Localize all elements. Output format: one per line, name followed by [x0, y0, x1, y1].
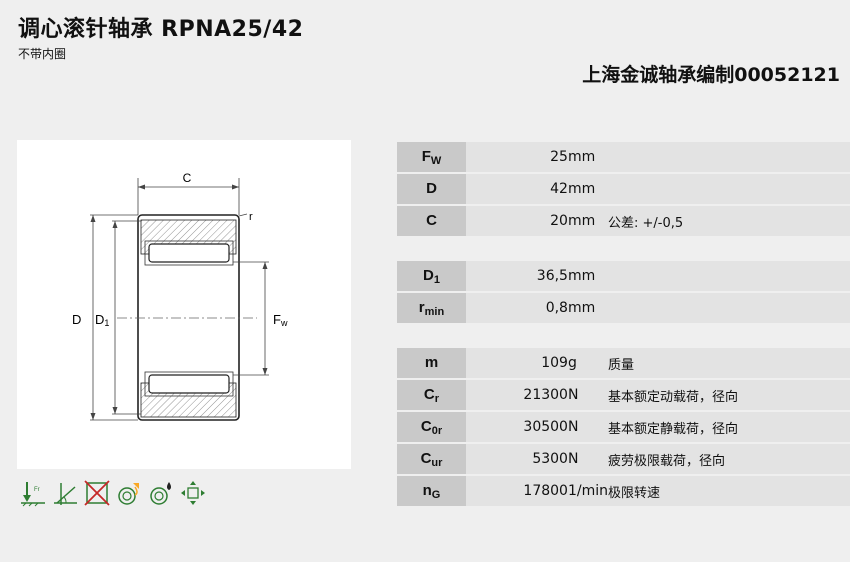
spec-description: 基本额定静载荷，径向 [608, 412, 850, 442]
spec-row-c0r: C0r 30500 N 基本额定静载荷，径向 [397, 412, 850, 442]
dim-d1-label: D [95, 312, 104, 327]
dim-d-label: D [72, 312, 81, 327]
dim-d1-subscript: 1 [104, 318, 109, 328]
spec-value: 5300 [465, 444, 568, 474]
spec-unit: mm [567, 293, 608, 323]
no-axial-load-icon [84, 480, 110, 506]
spec-symbol: Cur [397, 444, 466, 474]
spec-symbol: D [397, 174, 466, 204]
spec-description [608, 174, 850, 204]
spec-row-cr: Cr 21300 N 基本额定动载荷，径向 [397, 380, 850, 410]
svg-text:Fr: Fr [34, 487, 40, 493]
spec-spacer [397, 325, 850, 346]
spec-value: 0,8 [465, 293, 568, 323]
spec-symbol: FW [397, 142, 466, 172]
svg-text:D1: D1 [95, 312, 109, 328]
spec-description: 基本额定动载荷，径向 [608, 380, 850, 410]
spec-unit: mm [567, 261, 608, 291]
page-subtitle: 不带内圈 [18, 47, 67, 61]
spec-symbol: nG [397, 476, 466, 506]
spec-unit: N [567, 444, 608, 474]
spec-row-d: D 42 mm [397, 174, 850, 204]
spec-row-mass: m 109 g 质量 [397, 348, 850, 378]
spec-value: 20 [465, 206, 568, 236]
spec-unit: g [567, 348, 608, 378]
spec-description [608, 261, 850, 291]
bearing-drawing-panel: C r D D1 Fw [17, 140, 351, 469]
spec-value: 21300 [465, 380, 568, 410]
spec-description: 质量 [608, 348, 850, 378]
dim-fw-subscript: w [280, 318, 288, 328]
angular-adjustment-icon [54, 483, 77, 505]
spec-description: 公差: +/-0,5 [608, 206, 850, 236]
oil-lubrication-icon [150, 482, 171, 505]
spec-row-ng: nG 17800 1/min 极限转速 [397, 476, 850, 506]
spec-symbol: m [397, 348, 466, 378]
spec-unit: mm [567, 142, 608, 172]
spec-description: 疲劳极限载荷，径向 [608, 444, 850, 474]
spec-symbol: Cr [397, 380, 466, 410]
self-aligning-icon [181, 481, 205, 505]
spec-symbol: D1 [397, 261, 466, 291]
spec-unit: N [567, 412, 608, 442]
spec-value: 25 [465, 142, 568, 172]
grease-lubrication-icon [118, 483, 139, 505]
spec-description [608, 293, 850, 323]
spec-unit: mm [567, 174, 608, 204]
spec-description [608, 142, 850, 172]
spec-symbol: rmin [397, 293, 466, 323]
maker-label: 上海金诚轴承编制00052121 [582, 64, 840, 86]
spec-value: 109 [465, 348, 568, 378]
dim-fw-label: F [273, 312, 281, 327]
dim-r-label: r [249, 211, 253, 223]
spec-value: 42 [465, 174, 568, 204]
svg-text:Fw: Fw [273, 312, 288, 328]
spec-row-fw: FW 25 mm [397, 142, 850, 172]
spec-row-rmin: rmin 0,8 mm [397, 293, 850, 323]
spec-row-cur: Cur 5300 N 疲劳极限载荷，径向 [397, 444, 850, 474]
spec-spacer [397, 238, 850, 259]
page-title: 调心滚针轴承 RPNA25/42 [18, 17, 304, 42]
spec-unit: 1/min [567, 476, 608, 506]
loose-bearing-icon: Fr [21, 482, 45, 507]
spec-symbol: C [397, 206, 466, 236]
spec-value: 30500 [465, 412, 568, 442]
spec-value: 36,5 [465, 261, 568, 291]
specifications-table: FW 25 mm D 42 mm C 20 mm 公差: +/-0,5 D1 3… [397, 140, 850, 508]
spec-row-c: C 20 mm 公差: +/-0,5 [397, 206, 850, 236]
spec-symbol: C0r [397, 412, 466, 442]
dim-c-label: C [183, 171, 192, 185]
spec-unit: mm [567, 206, 608, 236]
spec-row-d1: D1 36,5 mm [397, 261, 850, 291]
spec-unit: N [567, 380, 608, 410]
spec-value: 17800 [465, 476, 568, 506]
property-icons-row: Fr [19, 478, 207, 508]
spec-description: 极限转速 [608, 476, 850, 506]
bearing-cross-section-drawing: C r D D1 Fw [72, 171, 288, 421]
